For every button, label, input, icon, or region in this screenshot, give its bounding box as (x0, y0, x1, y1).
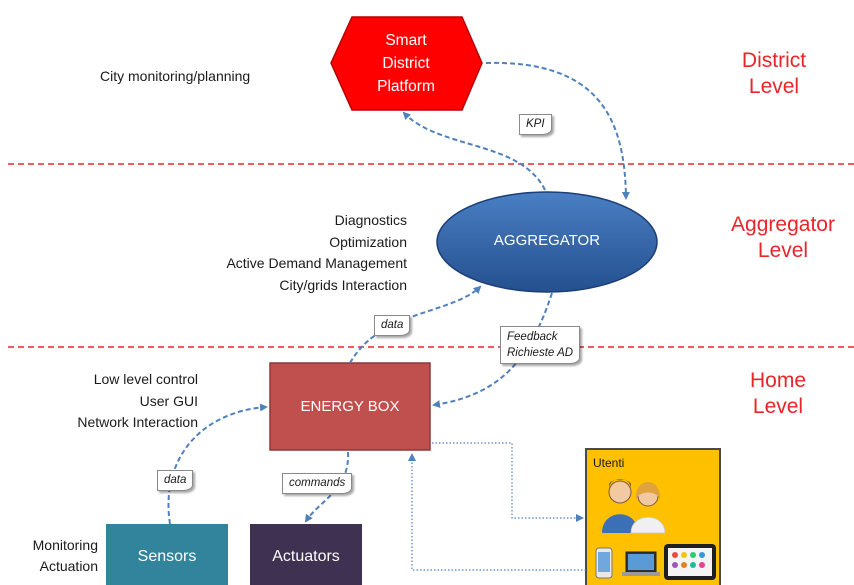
aggregator-function-4: City/grids Interaction (279, 276, 407, 293)
data-note-lower: data (157, 470, 194, 491)
arrow-energy-box-to-aggregator (349, 285, 482, 364)
aggregator-functions: Diagnostics Optimization Active Demand M… (160, 210, 407, 296)
feedback-note-line-1: Feedback (507, 331, 558, 343)
users-icon (602, 479, 666, 534)
home-level-line-1: Home (749, 369, 807, 392)
kpi-note: KPI (519, 114, 552, 135)
arrow-aggregator-to-energy-box (432, 292, 553, 409)
commands-note: commands (282, 473, 353, 494)
sensors-shape[interactable] (106, 524, 228, 585)
feedback-note: Feedback Richieste AD (500, 326, 581, 364)
energy-box-function-2: User GUI (139, 392, 198, 409)
district-level-line-1: District (741, 49, 807, 72)
aggregator-shape[interactable] (436, 191, 658, 293)
smart-district-platform-shape[interactable] (330, 16, 483, 111)
users-panel-title: Utenti (593, 456, 625, 470)
phone-icon (595, 547, 613, 579)
district-caption: City monitoring/planning (100, 68, 251, 84)
home-level-line-2: Level (752, 395, 804, 418)
energy-box-function-3: Network Interaction (77, 414, 198, 430)
sensors-caption-line-1: Monitoring (32, 537, 98, 553)
district-level-line-2: Level (748, 75, 800, 98)
link-energy-box-to-users (432, 442, 584, 522)
platform-line-3: Platform (377, 78, 435, 95)
aggregator-level-line-1: Aggregator (731, 213, 835, 236)
laptop-icon (622, 551, 660, 576)
data-note-upper: data (374, 315, 411, 336)
arrow-platform-to-aggregator (485, 61, 630, 200)
aggregator-label: AGGREGATOR (493, 232, 601, 249)
aggregator-function-3: Active Demand Management (226, 255, 407, 271)
arrow-aggregator-to-platform (402, 111, 546, 191)
smart-district-platform-label: Smart District Platform (341, 29, 471, 98)
aggregator-level-label: Aggregator Level (708, 212, 854, 264)
aggregator-function-2: Optimization (329, 233, 407, 250)
energy-box-shape[interactable] (269, 362, 431, 451)
sensors-caption: Monitoring Actuation (4, 535, 98, 577)
link-users-to-energy-box (408, 453, 586, 571)
home-level-label: Home Level (708, 368, 848, 420)
sensors-caption-line-2: Actuation (39, 558, 98, 574)
sensors-label: Sensors (137, 548, 197, 565)
platform-line-1: Smart (385, 32, 427, 49)
district-level-label: District Level (704, 48, 844, 100)
feedback-note-line-2: Richieste AD (507, 347, 574, 359)
aggregator-level-line-2: Level (757, 239, 809, 262)
actuators-label: Actuators (272, 548, 340, 565)
tablet-icon (664, 544, 716, 580)
platform-line-2: District (382, 55, 430, 72)
energy-box-label: ENERGY BOX (300, 398, 400, 415)
energy-box-functions: Low level control User GUI Network Inter… (30, 369, 198, 434)
aggregator-function-1: Diagnostics (334, 212, 407, 228)
actuators-shape[interactable] (250, 524, 362, 585)
energy-box-function-1: Low level control (93, 371, 198, 387)
